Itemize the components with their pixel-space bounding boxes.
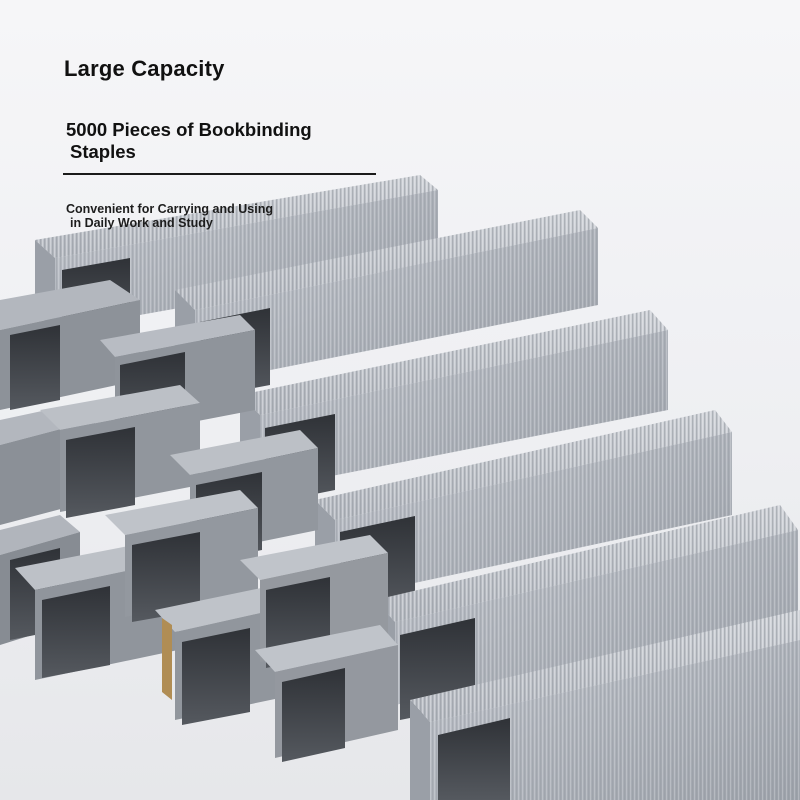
subheading-line-1: 5000 Pieces of Bookbinding — [66, 119, 312, 140]
staple-stack-6 — [410, 610, 800, 800]
description-line-2: in Daily Work and Study — [70, 216, 213, 230]
staple-stack-left-back — [0, 280, 255, 442]
heading: Large Capacity — [64, 56, 225, 81]
description-line-1: Convenient for Carrying and Using — [66, 202, 273, 216]
staple-stack-1 — [35, 175, 438, 342]
staple-stack-left-front — [0, 490, 398, 762]
staple-stack-5 — [375, 505, 798, 720]
divider-line — [63, 173, 376, 175]
subheading-line-2: Staples — [70, 141, 136, 162]
